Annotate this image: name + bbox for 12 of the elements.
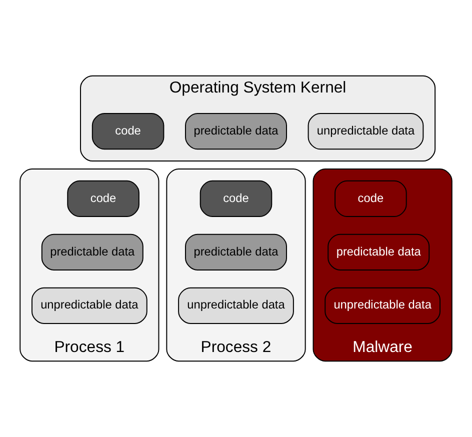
node-box: code (334, 180, 407, 218)
node-box: predictable data (328, 234, 430, 270)
node-box: code (92, 113, 164, 150)
node-box: unpredictable data (178, 287, 294, 324)
node-box: predictable data (185, 113, 287, 150)
node-box: code (67, 180, 140, 218)
node-box: predictable data (41, 234, 144, 270)
node-box: unpredictable data (324, 287, 441, 324)
node-box: unpredictable data (31, 287, 148, 324)
node-box: unpredictable data (308, 113, 424, 150)
node-box: code (200, 180, 272, 218)
node-box: predictable data (185, 234, 287, 270)
